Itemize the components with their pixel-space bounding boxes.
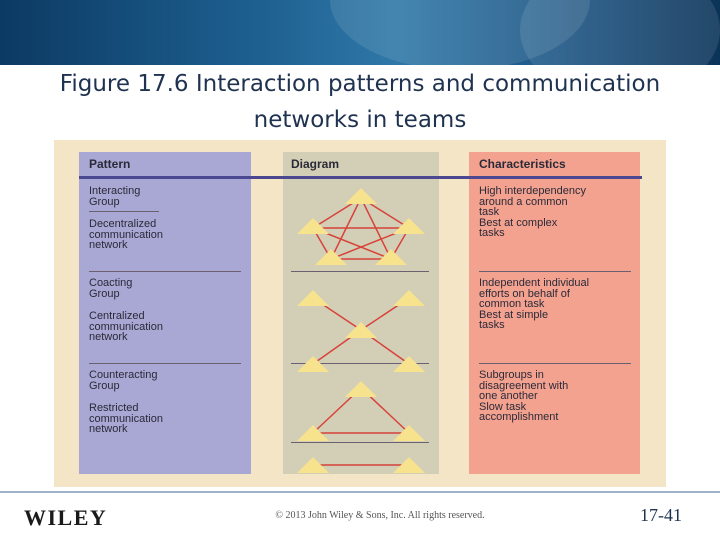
row-divider [291, 442, 429, 443]
header-divider [79, 176, 642, 179]
diagram-header: Diagram [291, 157, 340, 171]
member-node [393, 218, 425, 234]
member-node [375, 249, 407, 265]
network-links [312, 197, 410, 260]
member-node [297, 218, 329, 234]
characteristics-text: High interdependency around a common tas… [479, 185, 587, 239]
member-node [315, 249, 347, 265]
group-member-nodes [297, 381, 425, 473]
characteristics-column [469, 152, 640, 474]
characteristics-text: Independent individual efforts on behalf… [479, 277, 590, 331]
pattern-group-label: Coacting Group [89, 277, 133, 300]
copyright-notice: © 2013 John Wiley & Sons, Inc. All right… [275, 510, 485, 521]
characteristics-text: Subgroups in disagreement with one anoth… [479, 369, 569, 423]
network-diagrams [297, 188, 425, 473]
network-label: Decentralized communication network [89, 218, 163, 251]
pattern-group-label: Counteracting Group [89, 369, 158, 392]
member-node [297, 457, 329, 473]
member-node [393, 425, 425, 441]
member-node [345, 381, 377, 397]
row-divider [89, 363, 241, 364]
decentralized-network-diagram [297, 188, 425, 265]
member-node [393, 457, 425, 473]
characteristics-header: Characteristics [479, 157, 566, 171]
member-node [345, 322, 377, 338]
pattern-column [79, 152, 251, 474]
restricted-network-diagram [297, 381, 425, 473]
network-label: Centralized communication network [89, 310, 163, 343]
row-divider [479, 271, 631, 272]
banner-highlight [520, 0, 720, 65]
publisher-logo: WILEY [24, 505, 108, 530]
row-divider [479, 363, 631, 364]
member-node [345, 188, 377, 204]
header-banner [0, 0, 720, 65]
member-node [297, 425, 329, 441]
footer-divider [0, 491, 720, 493]
diagram-column [283, 152, 439, 474]
interaction-patterns-figure: Pattern Diagram Characteristics Interact… [54, 140, 666, 487]
centralized-network-diagram [297, 290, 425, 372]
row-divider [89, 271, 241, 272]
pattern-header: Pattern [89, 157, 131, 171]
network-links [312, 387, 410, 466]
row-divider [291, 271, 429, 272]
member-node [297, 290, 329, 306]
page-number: 17-41 [640, 505, 682, 525]
slide-title: Figure 17.6 Interaction patterns and com… [59, 71, 661, 133]
group-member-nodes [297, 188, 425, 265]
group-member-nodes [297, 290, 425, 372]
pattern-sub-divider [89, 211, 159, 212]
member-node [393, 356, 425, 372]
pattern-group-label: Interacting Group [89, 185, 141, 208]
network-label: Restricted communication network [89, 402, 163, 435]
row-divider [291, 363, 429, 364]
member-node [393, 290, 425, 306]
member-node [297, 356, 329, 372]
